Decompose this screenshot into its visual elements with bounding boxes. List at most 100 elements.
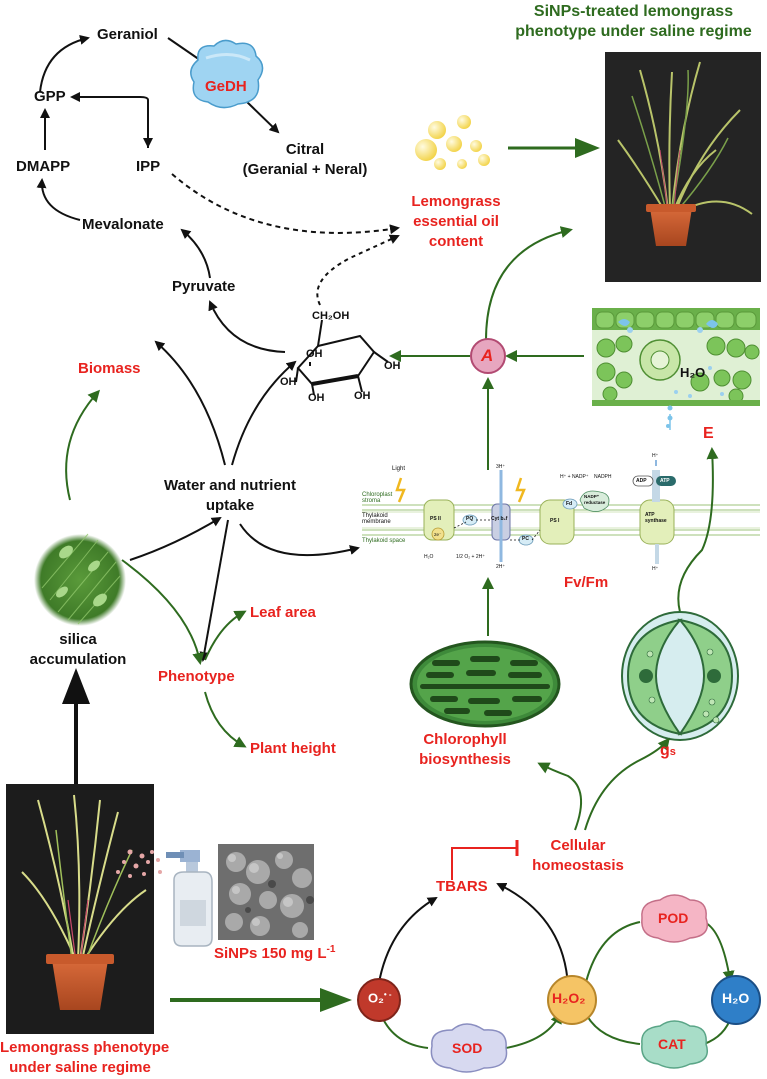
- nadp-in-label: H⁺ + NADP⁺: [560, 474, 589, 480]
- spray-dots: [116, 849, 162, 878]
- bottom-photo-line2: under saline regime: [9, 1059, 151, 1076]
- A-label: A: [481, 346, 494, 365]
- arrow-silica-phenotype: [121, 559, 205, 665]
- arrow-water-biomass: [154, 340, 226, 466]
- arrow-h2o2-cat: [585, 1013, 641, 1045]
- spray-bottle-icon: [166, 850, 213, 947]
- arrow-ipp-oil-dashed: [171, 173, 400, 235]
- h2o2-circle: [547, 975, 597, 1025]
- o2-main: O₂: [368, 990, 384, 1006]
- arrow-silica-biomass: [65, 389, 101, 501]
- arrow-h2o2-pod: [585, 921, 641, 983]
- gs-main: g: [660, 742, 670, 759]
- glucose-structure: [295, 319, 389, 396]
- geraniol-label: Geraniol: [97, 26, 158, 43]
- chlorophyll-line1: Chlorophyll: [423, 731, 507, 748]
- arrow-sod-h2o2: [505, 1011, 562, 1049]
- cat-label: CAT: [658, 1036, 686, 1052]
- arrow-gpp-geraniol: [39, 34, 90, 93]
- arrow-o2-tbars: [377, 896, 438, 989]
- thyl-membrane-label: Thylakoid membrane: [362, 513, 391, 525]
- glucose-oh-4: OH: [354, 390, 371, 402]
- sinps-exp: -1: [326, 944, 336, 955]
- atp-synthase-label: ATP synthase: [645, 512, 667, 524]
- ipp-label: IPP: [136, 158, 161, 175]
- sem-image: [218, 844, 314, 940]
- arrow-gedh-citral: [244, 99, 280, 134]
- fd-label: Fd: [566, 501, 573, 507]
- thylakoid-membrane: [362, 460, 760, 564]
- essential-oil-line1: Lemongrass: [411, 193, 501, 210]
- gs-label: gs: [660, 742, 676, 760]
- arrow-water-phenotype: [199, 519, 229, 662]
- water-uptake-line1: Water and nutrient: [164, 477, 296, 494]
- adp-label: ADP: [636, 478, 647, 484]
- water-uptake-label: Water and nutrient uptake: [150, 476, 310, 516]
- arrow-pod-h2o: [703, 921, 735, 983]
- sod-label: SOD: [452, 1040, 483, 1056]
- mevalonate-label: Mevalonate: [82, 216, 164, 233]
- big-arrow-bottom-to-silica-head: [62, 668, 90, 704]
- inhibit-tbars-homeo: [451, 847, 516, 880]
- plant-height-label: Plant height: [250, 740, 336, 757]
- thyl-light-label: Light: [392, 466, 406, 472]
- water-uptake-line2: uptake: [205, 497, 255, 514]
- citral-line1: Citral: [285, 141, 325, 158]
- glucose-ch2oh: CH₂OH: [312, 310, 350, 322]
- h-top-label: H⁺: [652, 453, 659, 459]
- leaf-h2o-label: H₂O: [680, 365, 706, 380]
- h2o-label: H₂O: [722, 990, 750, 1006]
- homeostasis-line2: homeostasis: [532, 857, 624, 874]
- silica-leaf-circle: [34, 533, 126, 626]
- tbars-label: TBARS: [436, 878, 488, 895]
- o2-label: O₂• -: [368, 990, 392, 1005]
- thyl-space-label: Thylakoid space: [362, 538, 406, 544]
- glucose-oh-1: OH: [306, 348, 323, 360]
- arrow-silica-water: [129, 516, 222, 561]
- o2-split-label: 1/2 O₂ + 2H⁺: [456, 554, 485, 560]
- arrow-oil-to-photo-head: [575, 138, 600, 158]
- silica-line2: accumulation: [29, 651, 127, 668]
- figure-title: SiNPs-treated lemongrass phenotype under…: [500, 2, 767, 42]
- bottom-photo-line1: Lemongrass phenotype: [0, 1039, 170, 1056]
- cytb6f-label: Cyt b₆f: [491, 516, 508, 522]
- chloroplast-icon: [409, 640, 561, 728]
- homeostasis-line1: Cellular: [550, 837, 606, 854]
- sinps-dose-label: SiNPs 150 mg L-1: [214, 944, 335, 962]
- saline-plant-photo: [6, 784, 154, 1034]
- arrow-homeo-chl: [537, 762, 583, 831]
- essential-oil-line2: essential oil: [413, 213, 499, 230]
- two-e-label: 2e⁻: [434, 532, 442, 537]
- arrow-phenotype-height: [204, 691, 247, 748]
- figure-title-line1: SiNPs-treated lemongrass: [533, 3, 734, 20]
- phenotype-label: Phenotype: [158, 668, 235, 685]
- ps2-label: PS II: [430, 516, 441, 522]
- cat-blob: [641, 1020, 708, 1069]
- ps1-label: PS I: [550, 518, 560, 524]
- sinps-dose: SiNPs 150 mg L: [214, 945, 327, 962]
- treated-plant-photo: [605, 52, 761, 282]
- essential-oil-label: Lemongrass essential oil content: [400, 192, 512, 252]
- arrow-homeo-gs: [584, 737, 670, 831]
- stomata-icon: [621, 611, 739, 741]
- gpp-label: GPP: [34, 88, 66, 105]
- two-h-label: 2H⁺: [496, 564, 506, 570]
- glucose-oh-3: OH: [308, 392, 325, 404]
- biomass-label: Biomass: [78, 360, 141, 377]
- leaf-cross-section: [592, 308, 760, 430]
- pyruvate-label: Pyruvate: [172, 278, 236, 295]
- essential-oil-line3: content: [428, 233, 484, 250]
- h2o-circle: [711, 975, 761, 1025]
- arrow-water-glucose: [231, 360, 297, 466]
- dmapp-label: DMAPP: [16, 158, 71, 175]
- pod-blob: [641, 894, 708, 943]
- leaf-area-label: Leaf area: [250, 604, 316, 621]
- A-circle: [470, 338, 506, 374]
- citral-line2: (Geranial + Neral): [242, 161, 368, 178]
- gedh-enzyme-icon: [190, 39, 264, 109]
- arrow-sinps-to-cycle-head: [320, 988, 352, 1012]
- homeostasis-label: Cellular homeostasis: [518, 836, 638, 876]
- gs-sub: s: [669, 746, 676, 758]
- nadph-label: NADPH: [594, 474, 612, 480]
